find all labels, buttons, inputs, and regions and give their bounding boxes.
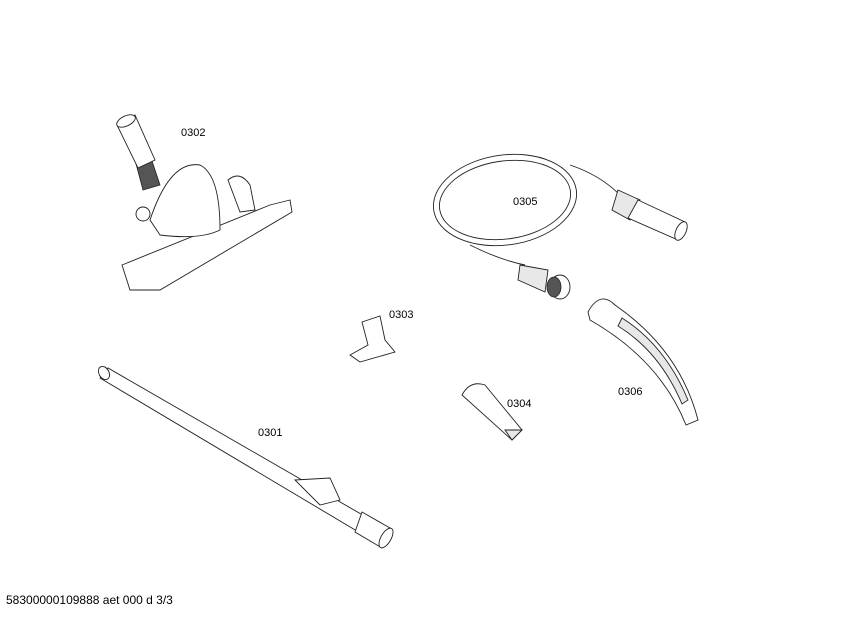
part-label-0306: 0306 bbox=[618, 386, 643, 398]
part-label-0302: 0302 bbox=[181, 127, 206, 139]
hose-part[interactable] bbox=[427, 145, 689, 300]
crevice-tool-part[interactable] bbox=[461, 383, 524, 441]
document-footer: 58300000109888 aet 000 d 3/3 bbox=[6, 593, 173, 607]
handle-part[interactable] bbox=[587, 298, 699, 426]
part-label-0303: 0303 bbox=[389, 309, 414, 321]
upholstery-nozzle-part[interactable] bbox=[349, 315, 396, 363]
part-label-0305: 0305 bbox=[513, 196, 538, 208]
part-label-0301: 0301 bbox=[258, 427, 283, 439]
telescopic-tube-part[interactable] bbox=[96, 364, 396, 550]
floor-nozzle-part[interactable] bbox=[115, 112, 293, 291]
part-label-0304: 0304 bbox=[507, 398, 532, 410]
